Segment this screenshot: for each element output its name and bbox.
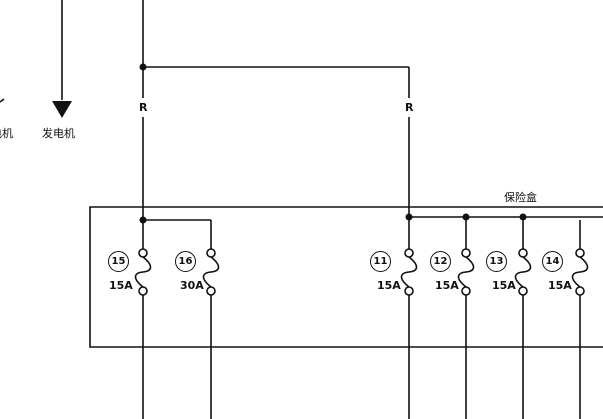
fuse-terminal-bottom (206, 286, 216, 296)
fuse-terminal-top (461, 248, 471, 258)
generator-arrow-head (52, 101, 72, 118)
fuse-number-12: 12 (430, 251, 451, 272)
fuse-box-label: 保险盒 (504, 191, 537, 204)
partial-arrow-tip (0, 98, 5, 103)
generator-label: 发电机 (42, 127, 75, 140)
fuse-terminal-bottom (575, 286, 585, 296)
fuse-rating-11: 15A (377, 279, 401, 292)
partial-motor-label: 电机 (0, 127, 13, 140)
fuse-rating-15: 15A (109, 279, 133, 292)
fuse-number-11: 11 (370, 251, 391, 272)
junction-top (139, 63, 147, 71)
fuse-terminal-top (575, 248, 585, 258)
fuse-rating-14: 15A (548, 279, 572, 292)
fuse-terminal-bottom (138, 286, 148, 296)
junction-right-bus-1 (405, 213, 413, 221)
fuse-terminal-bottom (518, 286, 528, 296)
fuse-terminal-bottom (404, 286, 414, 296)
fuse-element (400, 256, 418, 288)
fuse-number-14: 14 (542, 251, 563, 272)
fuse-12 (457, 220, 475, 419)
fuse-box-outline (89, 206, 603, 348)
fuse-15 (134, 220, 152, 419)
fuse-element (571, 256, 589, 288)
junction-right-bus-2 (462, 213, 470, 221)
fuse-element (457, 256, 475, 288)
fuse-13 (514, 220, 532, 419)
fuse-number-16: 16 (175, 251, 196, 272)
junction-right-bus-3 (519, 213, 527, 221)
fuse-terminal-top (518, 248, 528, 258)
fuse-terminal-top (206, 248, 216, 258)
fuse-16 (202, 220, 220, 419)
fuse-terminal-bottom (461, 286, 471, 296)
fuse-element (134, 256, 152, 288)
fuse-11 (400, 220, 418, 419)
wire-code-left: R (139, 101, 148, 114)
fuse-number-13: 13 (486, 251, 507, 272)
fuse-element (514, 256, 532, 288)
fuse-rating-13: 15A (492, 279, 516, 292)
fuse-14 (571, 220, 589, 419)
wire-code-right: R (405, 101, 414, 114)
fuse-terminal-top (138, 248, 148, 258)
fuse-rating-12: 15A (435, 279, 459, 292)
fuse-number-15: 15 (108, 251, 129, 272)
fuse-terminal-top (404, 248, 414, 258)
fuse-element (202, 256, 220, 288)
fuse-rating-16: 30A (180, 279, 204, 292)
